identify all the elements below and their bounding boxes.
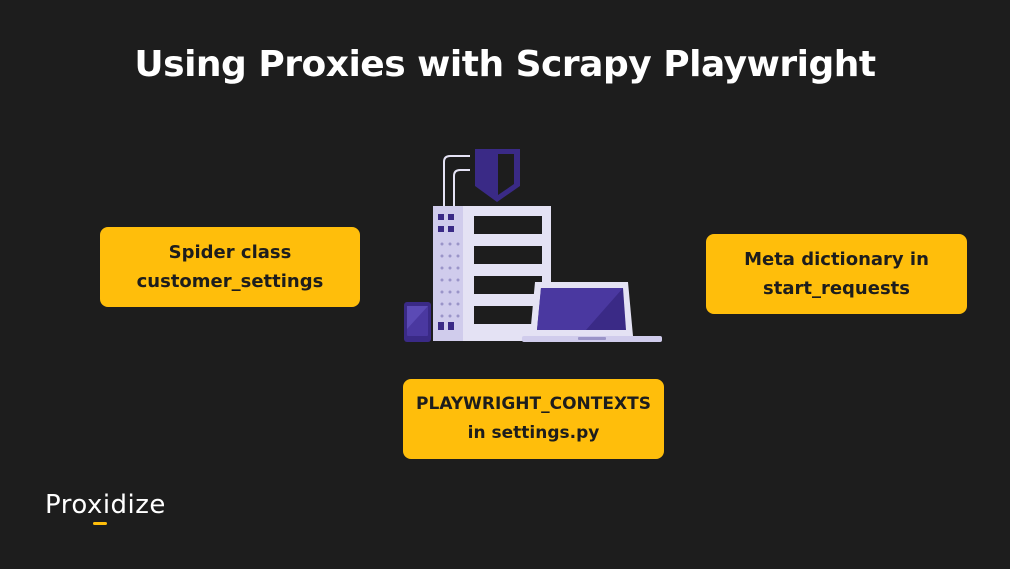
- laptop-icon: [522, 282, 662, 342]
- option-box-line: in settings.py: [467, 423, 600, 443]
- proxidize-logo: Proxidize: [45, 490, 166, 520]
- option-box-line: start_requests: [763, 278, 910, 299]
- option-box-line: customer_settings: [136, 271, 324, 292]
- option-box-meta-dictionary: Meta dictionary in start_requests: [706, 234, 967, 314]
- option-box-spider-class: Spider class customer_settings: [100, 227, 360, 307]
- phone-icon: [404, 302, 431, 342]
- option-box-playwright-contexts: PLAYWRIGHT_CONTEXTS in settings.py: [403, 379, 664, 459]
- option-box-line: Spider class: [168, 242, 292, 263]
- server-illustration: [404, 149, 662, 342]
- shield-icon: [475, 149, 520, 202]
- option-box-line: PLAYWRIGHT_CONTEXTS: [416, 394, 651, 414]
- option-box-line: Meta dictionary in: [744, 249, 929, 270]
- cable-icon: [443, 155, 470, 206]
- page-title: Using Proxies with Scrapy Playwright: [134, 44, 876, 85]
- logo-underline: [93, 522, 107, 525]
- server-rack-icon: [433, 206, 551, 341]
